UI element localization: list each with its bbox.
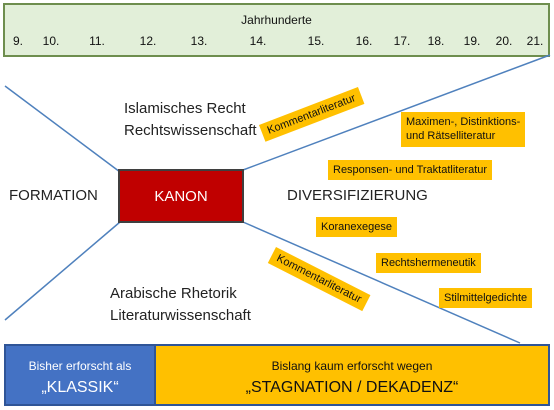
riddles-line: und Rätselliteratur — [406, 130, 496, 143]
decadence-period-box: Bislang kaum erforscht wegen „STAGNATION… — [156, 344, 550, 406]
century-label: 19. — [463, 34, 481, 48]
classic-period-box: Bisher erforscht als „KLASSIK“ — [4, 344, 156, 406]
responsa-literature-tag: Responsen- und Traktatliteratur — [328, 160, 493, 181]
timeline-title: Jahrhunderte — [241, 13, 312, 27]
diversification-label: DIVERSIFIZIERUNG — [287, 187, 428, 204]
formation-label: FORMATION — [9, 187, 98, 204]
connector-line — [4, 85, 121, 173]
classic-subtitle: Bisher erforscht als — [28, 359, 132, 373]
century-label: 20. — [495, 34, 513, 48]
connector-line — [242, 221, 521, 344]
rhetoric-poems-tag: Stilmittelgedichte — [439, 288, 533, 309]
classic-title: „KLASSIK“ — [41, 379, 119, 396]
legal-hermeneutics-tag: Rechtshermeneutik — [376, 253, 481, 274]
quran-exegesis-tag: Koranexegese — [316, 217, 397, 238]
century-label: 17. — [393, 34, 411, 48]
century-label: 12. — [139, 34, 157, 48]
kanon-label: KANON — [154, 187, 208, 205]
century-label: 13. — [190, 34, 208, 48]
century-label: 9. — [12, 34, 24, 48]
decadence-title: „STAGNATION / DEKADENZ“ — [245, 379, 459, 396]
decadence-subtitle: Bislang kaum erforscht wegen — [271, 359, 433, 373]
century-label: 11. — [89, 34, 105, 48]
islamic-law-label: Islamisches Recht Rechtswissenschaft — [124, 98, 257, 142]
kanon-box: KANON — [118, 169, 244, 223]
islamic-law-line: Islamisches Recht — [124, 100, 246, 117]
legal-studies-line: Rechtswissenschaft — [124, 122, 257, 139]
maxims-literature-tag: Maximen-, Distinktions- und Rätsellitera… — [401, 112, 526, 147]
maxims-line: Maximen-, Distinktions- — [406, 116, 521, 128]
century-label: 18. — [427, 34, 445, 48]
arabic-rhetoric-line: Arabische Rhetorik — [110, 285, 237, 302]
century-label: 10. — [42, 34, 60, 48]
literary-studies-line: Literaturwissenschaft — [110, 307, 251, 324]
arabic-rhetoric-label: Arabische Rhetorik Literaturwissenschaft — [110, 283, 251, 327]
connector-line — [4, 221, 121, 321]
century-label: 14. — [249, 34, 267, 48]
century-timeline: Jahrhunderte 9. 10. 11. 12. 13. 14. 15. … — [3, 3, 550, 57]
century-label: 16. — [355, 34, 373, 48]
connector-line — [242, 54, 551, 171]
century-label: 21. — [526, 34, 544, 48]
century-label: 15. — [307, 34, 325, 48]
